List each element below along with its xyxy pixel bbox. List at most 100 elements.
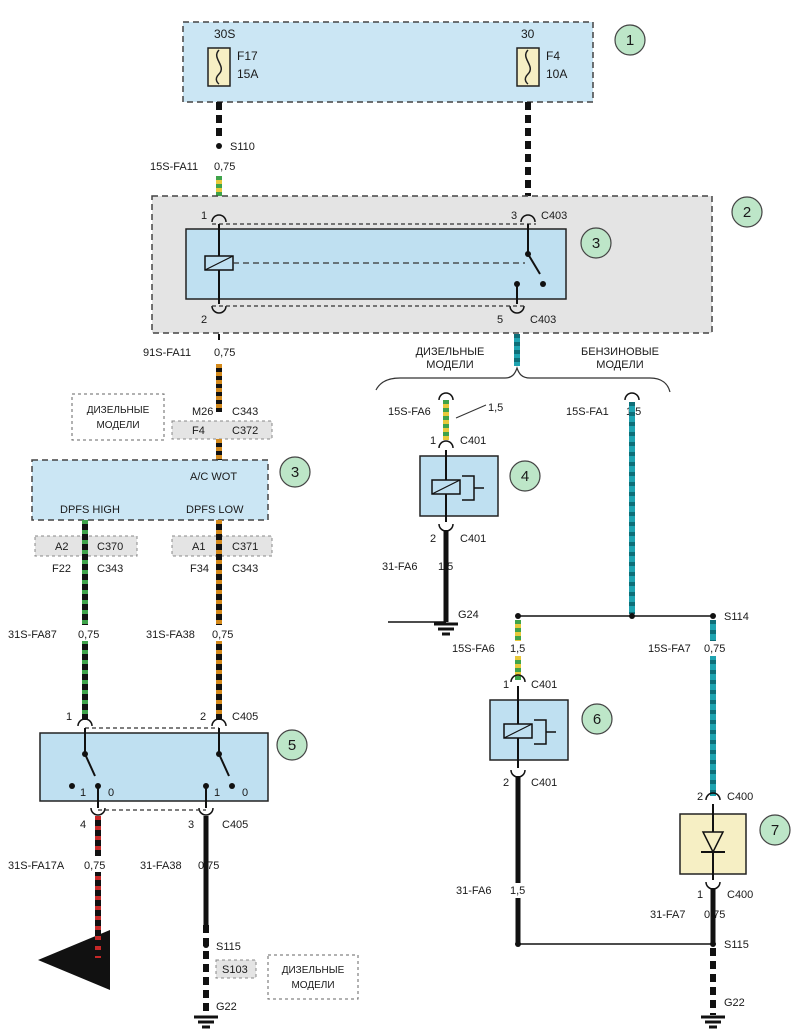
fuse-right-name: F4 xyxy=(546,49,560,63)
wire-31-fa7-size: 0,75 xyxy=(704,909,725,921)
callout-5: 5 xyxy=(276,729,308,761)
wire-31-fa7-label: 31-FA7 xyxy=(650,909,685,921)
switch-contact-left-icon xyxy=(84,753,96,777)
wire-31-fa6-size-6: 1,5 xyxy=(510,885,525,897)
callout-3-module: 3 xyxy=(279,456,311,488)
pin-5: 5 xyxy=(497,314,503,326)
ground-g24-icon xyxy=(434,622,458,636)
switch-contact-right-icon xyxy=(218,753,230,777)
wire-15s-fa11-size: 0,75 xyxy=(214,161,235,173)
wire-31-fa6-size-4: 1,5 xyxy=(438,561,453,573)
connector-c343-left: C343 xyxy=(97,563,123,575)
splice-s110 xyxy=(216,143,222,149)
fuse-right-icon xyxy=(516,47,540,87)
splice-s110-label: S110 xyxy=(230,141,255,153)
relay4-connector-top: C401 xyxy=(460,435,486,447)
svg-text:ДИЗЕЛЬНЫЕ: ДИЗЕЛЬНЫЕ xyxy=(87,405,150,416)
svg-text:3: 3 xyxy=(291,464,299,481)
svg-text:1: 1 xyxy=(214,787,220,799)
callout-7: 7 xyxy=(759,814,791,846)
wire-31s-fa17a-label: 31S-FA17A xyxy=(8,860,65,872)
pin-2: 2 xyxy=(201,314,207,326)
wire-31s-fa87-label: 31S-FA87 xyxy=(8,629,57,641)
svg-text:1: 1 xyxy=(626,32,634,49)
relay-contact-icon xyxy=(527,253,541,275)
diode-pin-top: 2 xyxy=(697,791,703,803)
note-diesel-1: ДИЗЕЛЬНЫЕ МОДЕЛИ xyxy=(71,393,165,441)
fuse-box: 30S 30 F17 15A F4 10A xyxy=(182,21,594,103)
fuse-left-icon xyxy=(207,47,231,87)
diode-pin-bottom: 1 xyxy=(697,889,703,901)
switch-pin-4: 4 xyxy=(80,819,86,831)
fuse-right-terminal: 30 xyxy=(521,27,535,41)
relay-4 xyxy=(419,450,499,522)
callout-2: 2 xyxy=(731,196,763,228)
connector-c343-top: C343 xyxy=(232,406,258,418)
pin-m26: M26 xyxy=(192,406,213,418)
wire-15s-fa6-label: 15S-FA6 xyxy=(388,406,431,418)
label-petrol-line1: БЕНЗИНОВЫЕ xyxy=(581,346,659,358)
module-dpfs-high: DPFS HIGH xyxy=(60,504,120,516)
wire-91s-fa11-label: 91S-FA11 xyxy=(143,347,191,359)
diode-7 xyxy=(679,804,747,880)
switch-5: 1 2 C405 1 0 1 0 4 3 C405 xyxy=(39,711,269,831)
wire-31s-fa38-size: 0,75 xyxy=(212,629,233,641)
splice-s115-right: S115 xyxy=(724,939,749,951)
ground-right-icon xyxy=(701,1015,725,1029)
svg-text:МОДЕЛИ: МОДЕЛИ xyxy=(291,980,334,991)
svg-text:6: 6 xyxy=(593,711,601,728)
relay4-pin-top: 1 xyxy=(430,435,436,447)
splice-s114-label: S114 xyxy=(724,611,749,623)
svg-text:2: 2 xyxy=(743,204,751,221)
wire-31-fa38-label: 31-FA38 xyxy=(140,860,182,872)
relay-3 xyxy=(185,228,567,300)
fuse-right-rating: 10A xyxy=(546,67,567,81)
wire-31-fa6-label-4: 31-FA6 xyxy=(382,561,417,573)
diode-connector-bottom: C400 xyxy=(727,889,753,901)
svg-text:3: 3 xyxy=(592,235,600,252)
switch-pin-3: 3 xyxy=(188,819,194,831)
wire-91s-fa11-size: 0,75 xyxy=(214,347,235,359)
switch-pin-2: 2 xyxy=(200,711,206,723)
pin-f4: F4 xyxy=(192,425,205,437)
module-dpfs-low: DPFS LOW xyxy=(186,504,244,516)
module-ac-wot: A/C WOT xyxy=(190,471,237,483)
relay6-connector-top: C401 xyxy=(531,679,557,691)
branch-brace xyxy=(375,366,671,393)
connector-c403-bottom: C403 xyxy=(530,314,556,326)
switch-connector-top: C405 xyxy=(232,711,258,723)
relay4-pin-bottom: 2 xyxy=(430,533,436,545)
connector-c370: C370 xyxy=(97,541,123,553)
relay6-pin-bottom: 2 xyxy=(503,777,509,789)
ground-g22-right-label: G22 xyxy=(724,997,745,1009)
wire-31s-fa17a-size: 0,75 xyxy=(84,860,105,872)
wire-15s-fa6-size-6: 1,5 xyxy=(510,643,525,655)
wire-15s-fa7-label: 15S-FA7 xyxy=(648,643,691,655)
svg-text:1: 1 xyxy=(80,787,86,799)
fuse-left-name: F17 xyxy=(237,49,258,63)
relay4-connector-bottom: C401 xyxy=(460,533,486,545)
callout-3-relay: 3 xyxy=(580,227,612,259)
ground-left-icon xyxy=(194,1015,218,1029)
pin-3: 3 xyxy=(511,210,517,222)
control-module: A/C WOT DPFS HIGH DPFS LOW xyxy=(31,459,269,521)
diode-connector-top: C400 xyxy=(727,791,753,803)
svg-text:4: 4 xyxy=(521,468,529,485)
ground-g22-left-label: G22 xyxy=(216,1001,237,1013)
relay-box: 1 3 C403 2 5 C403 xyxy=(151,195,713,334)
callout-4: 4 xyxy=(509,460,541,492)
connector-c372: C372 xyxy=(232,425,258,437)
splice-s115-left: S115 xyxy=(216,941,241,953)
svg-text:5: 5 xyxy=(288,737,296,754)
svg-text:0: 0 xyxy=(108,787,114,799)
relay6-pin-top: 1 xyxy=(503,679,509,691)
switch-pin-1: 1 xyxy=(66,711,72,723)
svg-text:ДИЗЕЛЬНЫЕ: ДИЗЕЛЬНЫЕ xyxy=(282,965,345,976)
callout-6: 6 xyxy=(581,703,613,735)
label-petrol-line2: МОДЕЛИ xyxy=(596,359,643,371)
wire-15s-fa7-size: 0,75 xyxy=(704,643,725,655)
pin-a2: A2 xyxy=(55,541,68,553)
svg-text:7: 7 xyxy=(771,822,779,839)
diode-icon xyxy=(701,831,725,854)
